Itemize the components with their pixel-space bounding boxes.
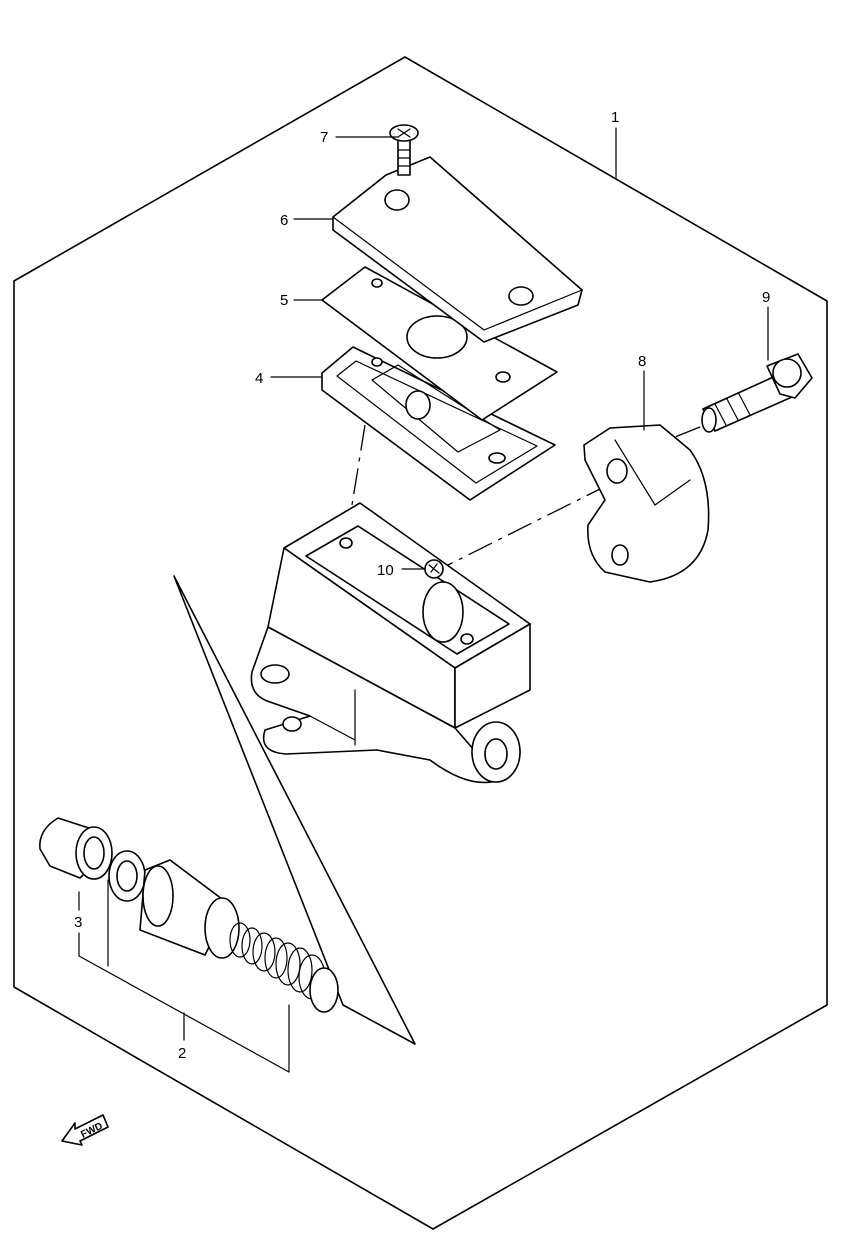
- clamp-part-8: [583, 424, 710, 583]
- piston-assembly-part-2: [39, 817, 339, 1013]
- callout-5: 5: [280, 292, 288, 309]
- fwd-marker: FWD: [61, 1114, 109, 1146]
- fwd-label: FWD: [79, 1121, 104, 1141]
- master-cylinder-body: [250, 502, 531, 784]
- callout-2: 2: [178, 1045, 186, 1062]
- callout-8: 8: [638, 353, 646, 370]
- callout-labels: 1 2 3 4 5 6 7 8 9 10: [74, 109, 770, 1062]
- callout-1: 1: [611, 109, 619, 126]
- subassembly-boundary: [173, 575, 416, 1045]
- spring: [229, 922, 339, 1013]
- callout-10: 10: [377, 562, 394, 579]
- bolt-part-9: [701, 353, 813, 433]
- diaphragm-part-4: [321, 346, 556, 501]
- screw-part-10: [424, 559, 444, 579]
- leader-lines: [78, 127, 769, 1073]
- callout-7: 7: [320, 129, 328, 146]
- plate-part-5: [321, 266, 558, 421]
- callout-9: 9: [762, 289, 770, 306]
- assembly-boundary: [13, 56, 828, 1230]
- callout-6: 6: [280, 212, 288, 229]
- arrow-left-icon: [61, 1114, 109, 1146]
- callout-4: 4: [255, 370, 263, 387]
- callout-3: 3: [74, 914, 82, 931]
- cap-part-6: [332, 156, 583, 343]
